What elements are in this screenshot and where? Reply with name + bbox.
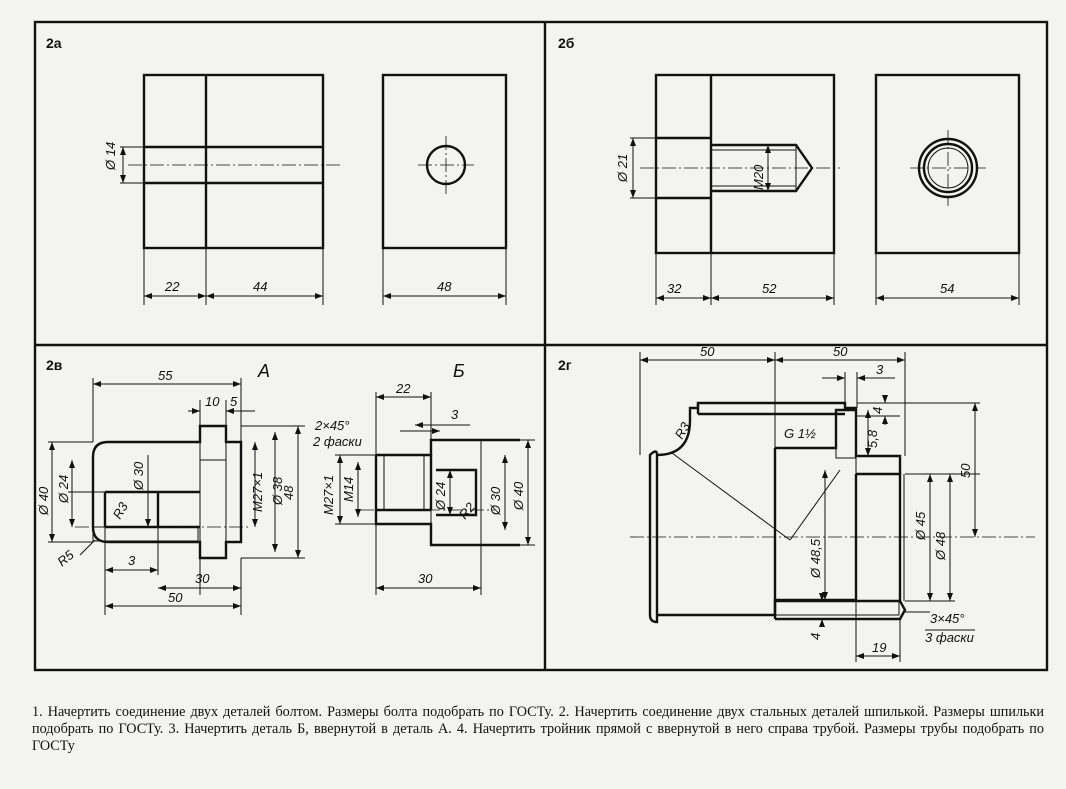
- dim-a-5: Ø 30: [131, 461, 146, 491]
- panel-2g: 2г 50 50 3 4: [558, 344, 1035, 662]
- part-b-label: Б: [453, 361, 465, 381]
- panel-label-2g: 2г: [558, 357, 572, 373]
- dim-a-4: Ø 24: [56, 475, 71, 504]
- dim-a-8: Ø 38: [270, 476, 285, 506]
- dim-2b-4: 54: [940, 281, 954, 296]
- dim-2a-2: 44: [253, 279, 267, 294]
- panel-label-2b: 2б: [558, 35, 575, 51]
- dim-2g-12: 3×45°: [930, 611, 964, 626]
- panel-label-2v: 2в: [46, 357, 63, 373]
- dim-2g-3: 4: [870, 407, 885, 414]
- dim-2b-0: Ø 21: [615, 154, 630, 183]
- dim-a-9: 48: [281, 485, 296, 500]
- dim-2b-3: 52: [762, 281, 777, 296]
- dim-a-6: R3: [110, 499, 132, 522]
- dim-2g-9: Ø 48: [933, 531, 948, 561]
- dim-b-5: M14: [341, 477, 356, 502]
- dim-2g-5: G 1½: [784, 426, 816, 441]
- dim-b-7: Ø 30: [488, 486, 503, 516]
- panel-2a: 2а Ø 14 22 44 48: [46, 35, 508, 305]
- dim-2a-3: 48: [437, 279, 452, 294]
- dim-2g-0: 50: [700, 344, 715, 359]
- panel-2v: 2в А Б 55 10 5 Ø 40 Ø 24 Ø 30 R3: [36, 357, 535, 615]
- dim-2b-1: M20: [751, 164, 766, 190]
- dim-a-12: 30: [195, 571, 210, 586]
- dim-a-0: 55: [158, 368, 173, 383]
- dim-b-1: 2×45°: [314, 418, 349, 433]
- drawing-sheet: 2а Ø 14 22 44 48 2б: [33, 20, 1049, 672]
- dim-b-3: 3: [451, 407, 459, 422]
- dim-2g-7: 50: [958, 463, 973, 478]
- dim-2g-13: 3 фаски: [925, 630, 974, 645]
- panel-label-2a: 2а: [46, 35, 62, 51]
- assignment-caption: 1. Начертить соединение двух деталей бол…: [32, 704, 1044, 754]
- part-a-label: А: [257, 361, 270, 381]
- dim-2g-8: Ø 45: [913, 511, 928, 541]
- dim-b-8: Ø 40: [511, 481, 526, 511]
- dim-2g-2: 3: [876, 362, 884, 377]
- dim-2g-11: 4: [808, 633, 823, 640]
- dim-b-0: 22: [395, 381, 411, 396]
- dim-2g-10: Ø 48,5: [808, 538, 823, 579]
- dim-2a-1: 22: [164, 279, 180, 294]
- dim-a-2: 5: [230, 394, 238, 409]
- dim-b-6: Ø 24: [433, 482, 448, 511]
- dim-b-10: 30: [418, 571, 433, 586]
- dim-a-7: M27×1: [250, 472, 265, 512]
- dim-2g-1: 50: [833, 344, 848, 359]
- dim-2g-6: 5,8: [865, 429, 880, 448]
- dim-a-3: Ø 40: [36, 486, 51, 516]
- dim-2g-14: 19: [872, 640, 886, 655]
- dim-a-10: R5: [54, 547, 77, 570]
- panel-2b: 2б Ø 21 M20 32 52: [558, 35, 1021, 305]
- dim-b-4: M27×1: [321, 475, 336, 515]
- dim-2b-2: 32: [667, 281, 682, 296]
- dim-b-2: 2 фаски: [312, 434, 362, 449]
- dim-2a-0: Ø 14: [103, 142, 118, 171]
- dim-a-11: 3: [128, 553, 136, 568]
- dim-a-1: 10: [205, 394, 220, 409]
- dim-a-13: 50: [168, 590, 183, 605]
